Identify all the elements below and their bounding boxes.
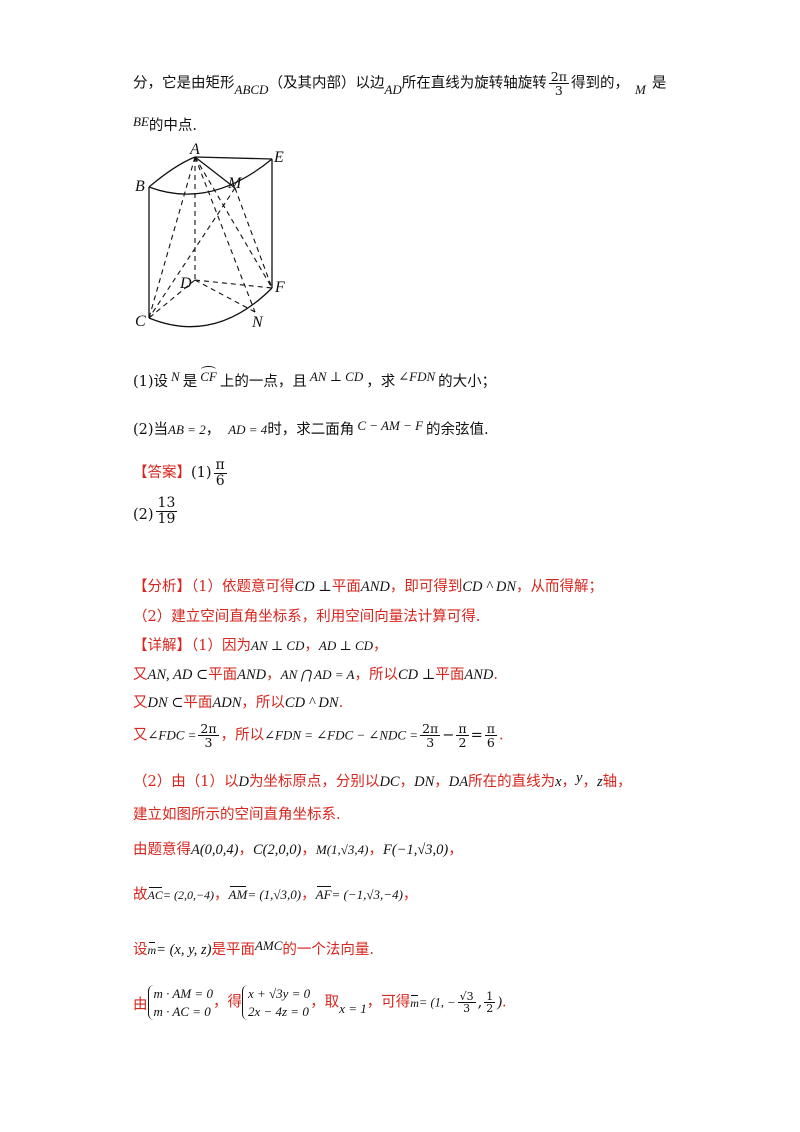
vector-af: AF — [315, 886, 332, 902]
detail-line-9: 设m= (x, y, z)是平面AMC的一个法向量. — [133, 938, 375, 958]
intro-text: 是 — [651, 75, 667, 92]
vector-m-result: m — [410, 994, 419, 1010]
analysis-line-1: 【分析】（1）依题意可得CD ⊥平面AND，即可得到CD ^ DN，从而得解； — [133, 579, 604, 595]
edge-am — [194, 156, 236, 189]
seg-an — [194, 156, 256, 313]
label-c: C — [135, 313, 146, 330]
seg-af — [194, 156, 273, 289]
detail-line-6: 建立如图所示的空间直角坐标系. — [133, 807, 341, 823]
vector-ac: AC — [147, 887, 163, 902]
arc-be — [148, 158, 273, 195]
point-m: M — [634, 81, 646, 97]
rect-name: ABCD — [234, 81, 269, 97]
label-n: N — [251, 314, 264, 331]
seg-dn — [194, 279, 256, 313]
label-d: D — [179, 275, 192, 292]
edge-ab — [148, 156, 196, 188]
intro-text: 得到的， — [570, 75, 629, 92]
intro-text: 的中点. — [148, 118, 197, 134]
detail-line-8: 故AC= (2,0,−4)，AM= (1,√3,0)，AF= (−1,√3,−4… — [133, 886, 418, 903]
vector-am: AM — [228, 886, 248, 902]
answer-tag: 【答案】 — [133, 465, 191, 482]
label-b: B — [135, 178, 145, 195]
detail-line-2: 又AN, AD ⊂平面AND，AN ⋂ AD = A，所以CD ⊥平面AND. — [133, 667, 498, 683]
intro-text: （及其内部）以边 — [268, 75, 385, 92]
label-a: A — [189, 141, 200, 158]
detail-line-1: 【详解】（1）因为AN ⊥ CD，AD ⊥ CD， — [133, 638, 388, 654]
label-f: F — [274, 279, 285, 296]
seg-mc — [148, 187, 236, 319]
intro-text: 分，它是由矩形 — [133, 75, 235, 92]
arc-cf — [148, 287, 273, 328]
intro-text: 所在直线为旋转轴旋转 — [401, 75, 547, 92]
arc-cf-label: CF — [200, 366, 217, 384]
detail-line-7: 由题意得A(0,0,4)，C(2,0,0)，M(1,√3,4)，F(−1,√3,… — [133, 842, 463, 858]
edge-ae — [194, 156, 273, 160]
analysis-line-2: （2）建立空间直角坐标系，利用空间向量法计算可得. — [133, 609, 481, 625]
label-m: M — [227, 175, 243, 192]
seg-mf — [234, 187, 273, 289]
seg-ac — [148, 156, 196, 319]
detail-tag: 【详解】 — [133, 638, 191, 654]
edge-name: AD — [384, 81, 402, 97]
intro-line-2: BE的中点. — [133, 114, 197, 135]
vector-m: m — [147, 942, 157, 957]
analysis-tag: 【分析】 — [133, 579, 191, 595]
seg-dc — [148, 279, 196, 319]
detail-line-3: 又DN ⊂平面ADN，所以CD ^ DN. — [133, 695, 344, 711]
detail-line-5: （2）由（1）以D为坐标原点，分别以DC，DN，DA所在的直线为x，y，z轴， — [133, 770, 632, 790]
label-e: E — [273, 149, 284, 166]
segment-be: BE — [133, 114, 149, 129]
cylinder-section-figure: A E B M D F C N — [135, 141, 285, 331]
seg-df — [194, 279, 273, 289]
